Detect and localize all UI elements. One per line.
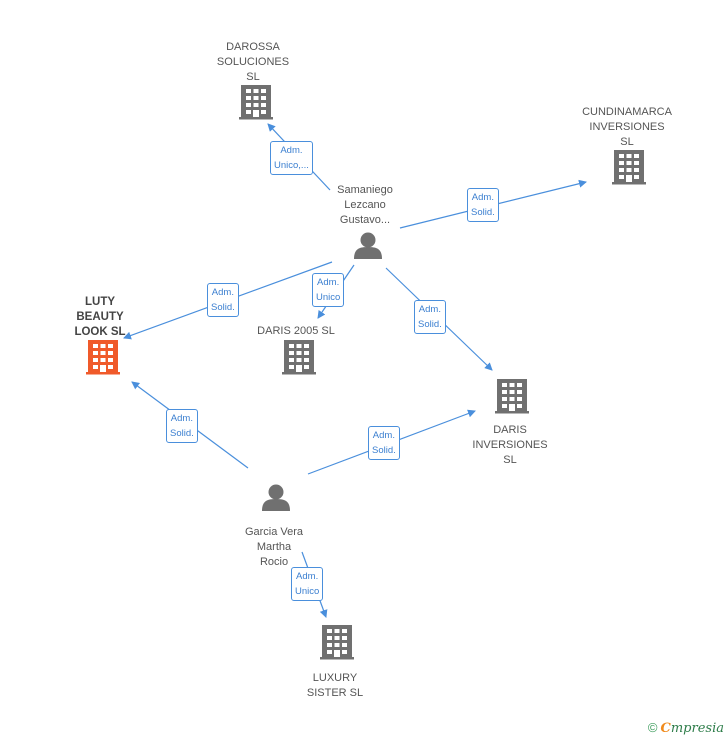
node-label-line: Garcia Vera [244, 526, 304, 538]
node-label-line: Martha [256, 541, 292, 553]
copyright-icon: © [647, 720, 658, 735]
node-label-line: DARIS 2005 SL [257, 325, 335, 337]
edge-role-label-line: Adm. [280, 145, 303, 156]
node-label-line: LUTY [84, 296, 116, 308]
node-label-line: SOLUCIONES [216, 56, 290, 68]
edge-role-label[interactable]: Adm. Solid. [166, 409, 198, 443]
node-label-line: SL [620, 136, 634, 148]
person-icon[interactable] [354, 232, 382, 260]
node-label-line: Samaniego [337, 184, 393, 196]
edge-role-label-line: Adm. [372, 430, 395, 441]
edge-role-label[interactable]: Adm. Solid. [207, 283, 239, 317]
building-icon[interactable] [495, 379, 529, 414]
edge-role-label-line: Adm. [211, 287, 234, 298]
node-label-line: CUNDINAMARCA [582, 106, 672, 118]
building-icon[interactable] [320, 625, 354, 660]
edge-role-label-line: Adm. [317, 277, 340, 288]
edge-role-label[interactable]: Adm. Unico [291, 567, 324, 601]
edge-role-label[interactable]: Adm. Solid. [467, 188, 499, 222]
edge-role-label-line: Solid. [372, 445, 396, 456]
edge-role-label-line: Solid. [170, 428, 194, 439]
edge-role-label-line: Unico,... [274, 160, 309, 171]
brand-logo-text: mpresia [670, 721, 724, 736]
building-icon[interactable] [612, 150, 646, 185]
edge-role-label[interactable]: Adm. Unico [312, 273, 345, 307]
building-icon[interactable] [86, 340, 120, 375]
company-label-daris2005[interactable]: DARIS 2005 SL [257, 324, 335, 339]
edge-role-label-line: Adm. [418, 304, 441, 315]
node-label-line: BEAUTY [76, 311, 124, 323]
brand-footer: ©Cmpresia [648, 720, 724, 736]
company-label-darisinv[interactable]: DARIS INVERSIONES SL [472, 423, 547, 468]
person-icon[interactable] [262, 484, 290, 512]
node-label-line: LOOK SL [74, 326, 126, 338]
building-icon[interactable] [239, 85, 273, 120]
node-label-line: LUXURY [312, 672, 358, 684]
company-label-luty[interactable]: LUTY BEAUTY LOOK SL [74, 295, 125, 340]
edge-role-label-line: Adm. [296, 571, 319, 582]
edge-role-label-line: Adm. [170, 413, 193, 424]
node-label-line: SL [246, 71, 260, 83]
company-label-luxury[interactable]: LUXURY SISTER SL [307, 671, 363, 701]
node-label-line: DAROSSA [226, 41, 280, 53]
edge-role-label-line: Solid. [211, 302, 235, 313]
edge-role-label-line: Solid. [418, 319, 442, 330]
node-label-line: SISTER SL [306, 687, 364, 699]
edge-role-label-line: Adm. [471, 192, 494, 203]
edge-role-label-line: Solid. [471, 207, 495, 218]
node-label-line: Rocio [259, 556, 289, 568]
node-label-line: SL [503, 454, 517, 466]
node-label-line: INVERSIONES [472, 439, 548, 451]
edge-role-label[interactable]: Adm. Solid. [368, 426, 400, 460]
node-label-line: Gustavo... [339, 214, 391, 226]
company-label-cundinamarca[interactable]: CUNDINAMARCA INVERSIONES SL [582, 105, 672, 150]
node-label-line: DARIS [493, 424, 527, 436]
edge-role-label-line: Unico [295, 586, 320, 597]
edge-role-label[interactable]: Adm. Solid. [414, 300, 446, 334]
company-label-darossa[interactable]: DAROSSA SOLUCIONES SL [217, 40, 289, 85]
edge-role-label-line: Unico [316, 292, 341, 303]
node-label-line: INVERSIONES [589, 121, 665, 133]
edge-role-label[interactable]: Adm. Unico,... [270, 141, 313, 175]
node-label-line: Lezcano [344, 199, 386, 211]
brand-logo-initial: C [660, 721, 671, 736]
building-icon[interactable] [282, 340, 316, 375]
